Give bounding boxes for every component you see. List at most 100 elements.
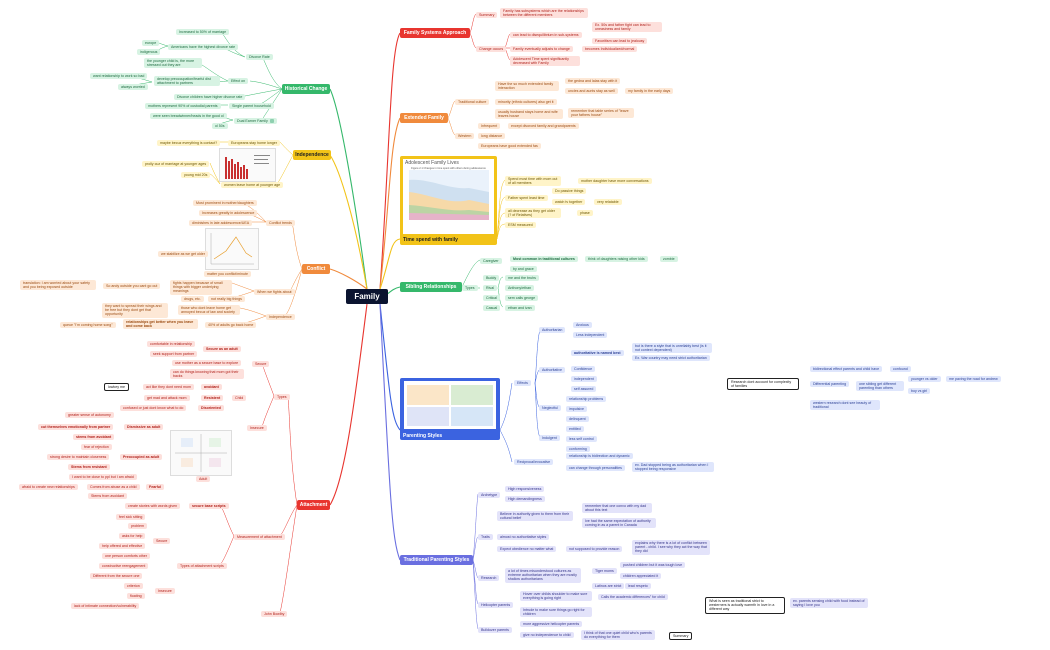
node-so-andy[interactable]: So andy outside you cant go out (103, 283, 161, 290)
node-summary-trad[interactable]: Summary (669, 632, 693, 641)
node-sibling-types[interactable]: Types (462, 285, 478, 292)
node-auth-best[interactable]: authoritative is named best (571, 350, 624, 357)
node-children-appreciated[interactable]: children appreciated it (620, 573, 662, 580)
node-were-seen[interactable]: were seen breadwinner/heads in the good … (150, 113, 227, 120)
node-casual[interactable]: Casual (483, 305, 501, 312)
node-maybe-contact[interactable]: maybe becuz everything is contact? (157, 140, 221, 147)
topic-conflict[interactable]: Conflict (302, 264, 330, 274)
node-except[interactable]: except divorced family and grandparents (508, 123, 579, 130)
node-ex-parents[interactable]: ex. parents sensing child with food inst… (790, 598, 868, 609)
node-phase[interactable]: phase (577, 210, 593, 217)
node-ex-dad[interactable]: ex. Dad stopped being as authoritarian w… (632, 462, 714, 473)
node-esm[interactable]: ESM measured (505, 222, 536, 229)
node-rival-t[interactable]: Anthony/ethan (505, 285, 535, 292)
node-neglectful[interactable]: Neglectful (539, 405, 561, 412)
node-adolescent-time[interactable]: Adolescent Time spent significantly decr… (510, 56, 580, 67)
topic-time-spend-container[interactable]: Adolescent Family Lives Figure 2.1 Chang… (400, 156, 497, 245)
node-not-supposed[interactable]: not supposed to provide reason (566, 546, 623, 553)
node-have-so-much[interactable]: Have the so much extended family interac… (495, 81, 559, 92)
node-one-person[interactable]: one person comforts other (102, 553, 150, 560)
node-lack-intimate[interactable]: lack of intimate connection/vulnerabilit… (71, 603, 140, 610)
node-change-occurs[interactable]: Change occurs (476, 46, 507, 53)
node-comfortable[interactable]: comfortable in relationship (147, 341, 195, 348)
node-self-assured[interactable]: self assured (571, 386, 597, 393)
node-can-lead[interactable]: can lead to disequilibrium in sub-system… (510, 32, 582, 39)
node-stems-avoidant[interactable]: stems from avoidant (73, 434, 115, 441)
node-infrequent[interactable]: Infrequent (478, 123, 501, 130)
node-caregiver[interactable]: Caregiver (480, 258, 502, 265)
node-buddy[interactable]: Buddy (483, 275, 500, 282)
node-do-passive[interactable]: Do passive things (552, 188, 587, 195)
topic-time-spend[interactable]: Time spend with family (403, 237, 458, 243)
node-rel-better[interactable]: relationships get better when you leave … (123, 319, 198, 330)
node-me-paving[interactable]: me paving the road for andrew (946, 376, 1001, 383)
node-always-worried[interactable]: always worried (118, 84, 148, 91)
node-fear-rejection[interactable]: fear of rejection (81, 444, 112, 451)
node-summary[interactable]: Summary (476, 12, 498, 19)
node-critical-t[interactable]: sem calls george (505, 295, 539, 302)
node-explains[interactable]: explains why there is a lot of conflict … (632, 540, 710, 555)
topic-parenting-styles[interactable]: Parenting Styles (403, 433, 443, 439)
node-most-common[interactable]: Most common in traditional cultures (510, 256, 578, 263)
node-ive-had[interactable]: Ive had the same expectation of authorit… (582, 518, 656, 529)
node-casual-t[interactable]: ethan and ivan (505, 305, 535, 312)
topic-sibling-relationships[interactable]: Sibling Relationships (400, 282, 462, 292)
node-fearful[interactable]: Fearful (146, 484, 164, 491)
node-americans[interactable]: Americans have the highest divorce rate (168, 44, 239, 51)
node-what-is-seen[interactable]: What is seen as traditional strict to we… (705, 597, 785, 614)
node-rel-problems[interactable]: relationship problems (566, 396, 607, 403)
node-mothers-represent[interactable]: mothers represent 90% of custodial paren… (145, 103, 221, 110)
node-dual-earner[interactable]: Dual Earner Family (234, 118, 277, 125)
node-latinos[interactable]: Latinos are strict (592, 583, 625, 590)
node-fights-happen[interactable]: fights happen because of small things wi… (170, 280, 232, 295)
node-younger-child[interactable]: the younger child is, the more stressed … (144, 58, 202, 69)
node-they-want[interactable]: they want to spread their wings and be f… (102, 303, 168, 318)
node-seek-support[interactable]: seek support from partner (150, 351, 198, 358)
node-adult[interactable]: Adult (196, 476, 211, 483)
node-secure-adult[interactable]: Secure as an adult (203, 346, 241, 353)
node-critical[interactable]: Critical (483, 295, 500, 302)
node-watch-tv[interactable]: watch tv together (552, 199, 586, 206)
node-develop-pre[interactable]: develop preoccupation/fearful dist attac… (154, 76, 220, 87)
node-research-trad[interactable]: Research (478, 575, 500, 582)
node-confused[interactable]: confused or just dont know what to do (120, 405, 187, 412)
node-believe[interactable]: Believe in authority given to them from … (497, 511, 573, 522)
node-create-stories[interactable]: create stories with words given (125, 503, 181, 510)
node-insecure[interactable]: Insecure (247, 425, 267, 432)
node-get-mad[interactable]: get mad and attack mom (144, 395, 190, 402)
node-when-fights[interactable]: When we fights about (254, 289, 295, 296)
node-less-self[interactable]: less self control (566, 436, 597, 443)
topic-traditional-parenting[interactable]: Traditional Parenting Styles (400, 555, 473, 565)
node-can-change[interactable]: can change through personalities (566, 465, 625, 472)
node-europeans-stay[interactable]: Europeans stay home longer (228, 140, 280, 147)
topic-family-systems[interactable]: Family Systems Approach (400, 28, 470, 38)
node-stems-avoidant2[interactable]: Stems from avoidant (88, 493, 127, 500)
node-high-resp[interactable]: High responsiveness (505, 486, 545, 493)
node-research-complexity[interactable]: Research dont account for complexity of … (727, 378, 799, 391)
node-divorce-rate[interactable]: Divorce Rate (246, 54, 273, 61)
topic-independence[interactable]: Independence (293, 150, 331, 160)
node-child[interactable]: Child (232, 395, 247, 402)
node-hover[interactable]: Hover over childs shoulder to make sure … (520, 591, 592, 602)
node-authoritative[interactable]: Authoritative (539, 367, 565, 374)
node-confound[interactable]: confound (890, 366, 911, 373)
node-increased[interactable]: Increased to 50% of marriage (176, 29, 230, 36)
node-asks-help[interactable]: asks for help (119, 533, 146, 540)
node-increases[interactable]: Increases greatly in adolescence (199, 210, 258, 217)
topic-extended-family[interactable]: Extended Family (400, 113, 448, 123)
node-use-mother[interactable]: use mother as a secure base to explore (172, 360, 242, 367)
node-we-stabilize[interactable]: we stabilize as we get older (158, 251, 208, 258)
node-entitled[interactable]: entitled (566, 426, 584, 433)
node-insecure2[interactable]: Insecure (155, 588, 175, 595)
node-feel-sick[interactable]: feel sick sitting (116, 514, 146, 521)
node-europeans-ext[interactable]: Europeans have good extended fas (478, 143, 541, 150)
node-constructive[interactable]: constructive reengagement (99, 563, 149, 570)
topic-attachment[interactable]: Attachment (297, 500, 330, 510)
node-archetype[interactable]: Archetype (478, 492, 501, 499)
node-problem[interactable]: problem (128, 523, 147, 530)
node-divorce-children[interactable]: Divorce children have higher divorce rat… (174, 94, 246, 101)
node-traditional-culture[interactable]: Traditional culture (455, 99, 490, 106)
node-europe[interactable]: europe (142, 40, 160, 47)
node-give-no[interactable]: give no independence to child (520, 632, 574, 639)
node-conforming[interactable]: conforming (566, 446, 590, 453)
